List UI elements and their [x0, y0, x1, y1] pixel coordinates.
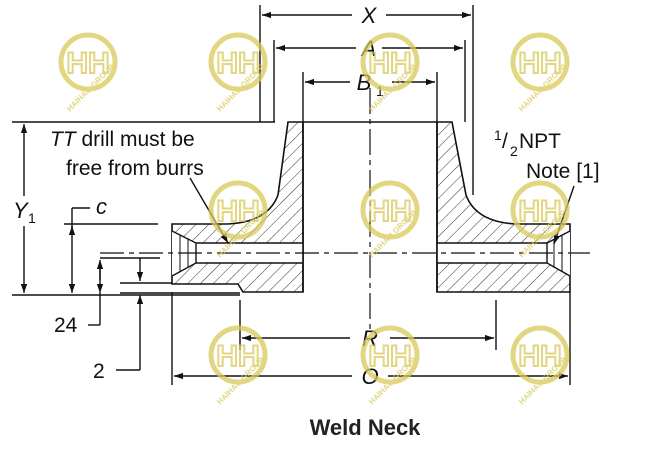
svg-text:1: 1	[28, 210, 36, 226]
tt-drill-note: TT drill must be free from burrs	[50, 128, 204, 180]
svg-text:/: /	[502, 130, 508, 153]
centerlines	[100, 88, 590, 330]
dim-y1-label: Y 1	[13, 198, 36, 226]
svg-text:TT drill must be: TT drill must be	[50, 128, 195, 151]
svg-text:2: 2	[510, 143, 518, 159]
svg-text:Note [1]: Note [1]	[526, 160, 600, 183]
dimension-lines	[12, 5, 575, 385]
svg-text:free from burrs: free from burrs	[66, 157, 204, 180]
flange-section	[171, 121, 571, 293]
dim-2-label: 2	[93, 360, 105, 383]
svg-text:NPT: NPT	[519, 130, 561, 153]
dim-c-label: c	[96, 194, 107, 219]
figure-caption: Weld Neck	[310, 415, 422, 440]
svg-text:Y: Y	[13, 198, 29, 223]
npt-note: 1 / 2 NPT Note [1]	[494, 127, 600, 183]
dim-24-label: 24	[54, 314, 78, 337]
svg-text:1: 1	[376, 83, 384, 99]
svg-text:1: 1	[494, 127, 502, 143]
dim-x-label: X	[361, 3, 378, 28]
